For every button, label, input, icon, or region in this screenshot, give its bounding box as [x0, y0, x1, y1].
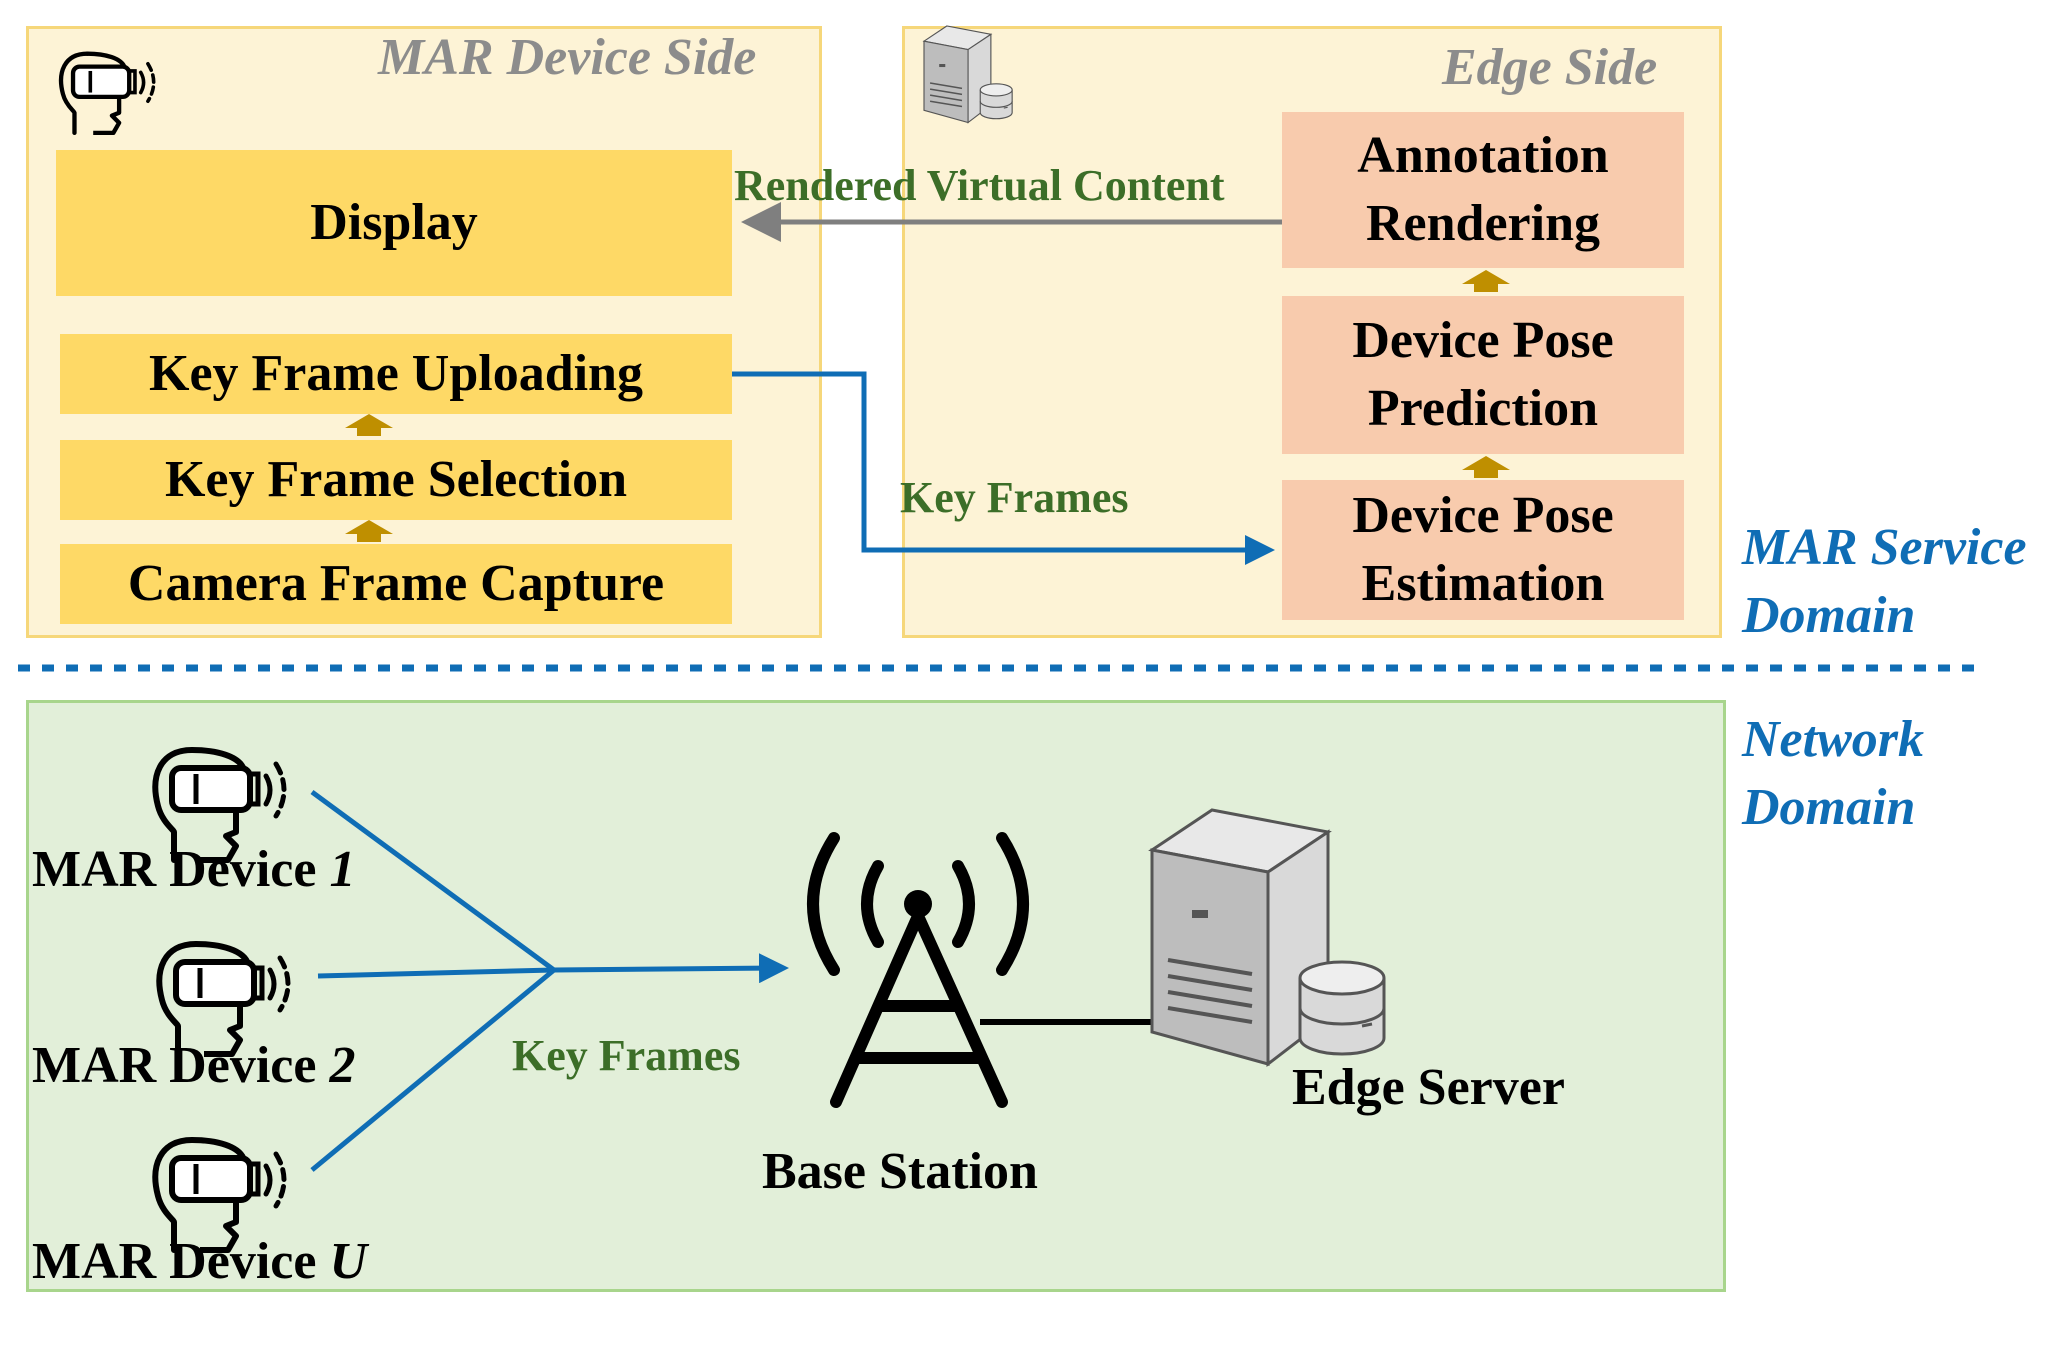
device-u-link	[310, 968, 556, 1172]
device-1-link	[310, 789, 556, 973]
edge-server-label: Edge Server	[1292, 1059, 1565, 1116]
headset-icon	[61, 54, 154, 133]
key-frames-upload-arrow	[732, 371, 1275, 565]
headset-icon	[155, 1140, 284, 1250]
display-block: Display	[56, 150, 732, 296]
camera-frame-capture-block: Camera Frame Capture	[60, 544, 732, 624]
server-icon	[923, 25, 1013, 124]
step-arrow-capture-to-selection	[345, 520, 393, 542]
headset-icon	[155, 750, 284, 860]
mar-device-u-label: MAR Device U	[32, 1233, 367, 1290]
key-frame-uploading-block: Key Frame Uploading	[60, 334, 732, 414]
annotation-rendering-block: Annotation Rendering	[1282, 112, 1684, 268]
headset-icon	[159, 944, 288, 1054]
step-arrow-estimation-to-prediction	[1462, 456, 1510, 478]
mar-device-side-panel	[26, 26, 822, 638]
step-arrow-selection-to-uploading	[345, 414, 393, 436]
step-arrow-prediction-to-rendering	[1462, 270, 1510, 292]
device-pose-estimation-block: Device Pose Estimation	[1282, 480, 1684, 620]
base-station-label: Base Station	[762, 1143, 1038, 1200]
edge-side-title: Edge Side	[1442, 39, 1658, 96]
network-domain-label: Network Domain	[1742, 711, 1924, 836]
key-frames-to-base-station-arrow	[553, 953, 789, 984]
mar-device-2-label: MAR Device 2	[32, 1037, 356, 1094]
base-station-icon	[807, 832, 1029, 1108]
rendered-virtual-content-label: Rendered Virtual Content	[734, 161, 1225, 210]
device-pose-prediction-block: Device Pose Prediction	[1282, 296, 1684, 454]
network-domain-panel	[26, 700, 1726, 1292]
key-frame-selection-block: Key Frame Selection	[60, 440, 732, 520]
device-2-link	[317, 967, 555, 979]
mar-service-domain-label: MAR Service Domain	[1742, 519, 2027, 644]
mar-device-side-title: MAR Device Side	[378, 29, 757, 86]
key-frames-label-bottom: Key Frames	[512, 1031, 741, 1080]
key-frames-label-top: Key Frames	[900, 473, 1129, 522]
edge-server-icon	[1150, 808, 1386, 1066]
